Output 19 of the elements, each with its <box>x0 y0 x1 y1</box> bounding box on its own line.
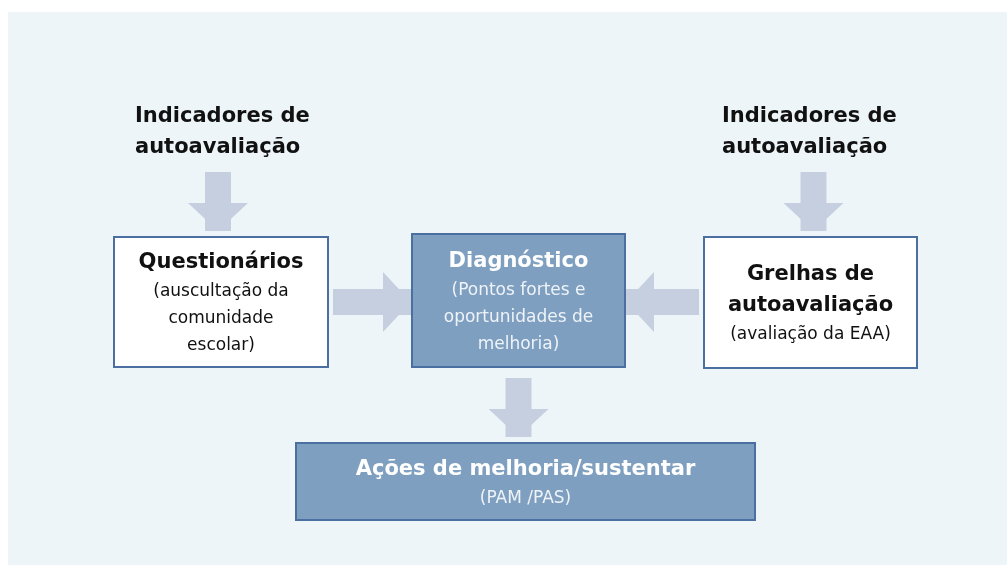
node-description: (avaliação da EAA) <box>730 322 891 345</box>
node-description: (PAM /PAS) <box>479 485 572 509</box>
process-box <box>703 236 918 369</box>
node-title: Ações de melhoria/sustentar <box>355 454 696 482</box>
process-box <box>411 233 626 368</box>
block-arrow <box>488 378 549 437</box>
block-arrow <box>626 272 699 332</box>
node-title: Grelhas de autoavaliação <box>726 260 895 318</box>
node-description: (auscultação da comunidade escolar) <box>152 279 290 356</box>
block-arrow <box>783 172 844 231</box>
node-title: Questionários <box>138 248 304 275</box>
process-box <box>113 236 329 368</box>
block-arrow <box>188 172 248 231</box>
node-description: (Pontos fortes e oportunidades de melhoria) <box>442 277 595 355</box>
block-arrow <box>333 272 411 332</box>
node-title: Indicadores de autoavaliação <box>135 102 310 160</box>
process-box <box>295 442 756 521</box>
node-title: Indicadores de autoavaliação <box>722 102 897 160</box>
node-title: Diagnóstico <box>448 246 589 274</box>
